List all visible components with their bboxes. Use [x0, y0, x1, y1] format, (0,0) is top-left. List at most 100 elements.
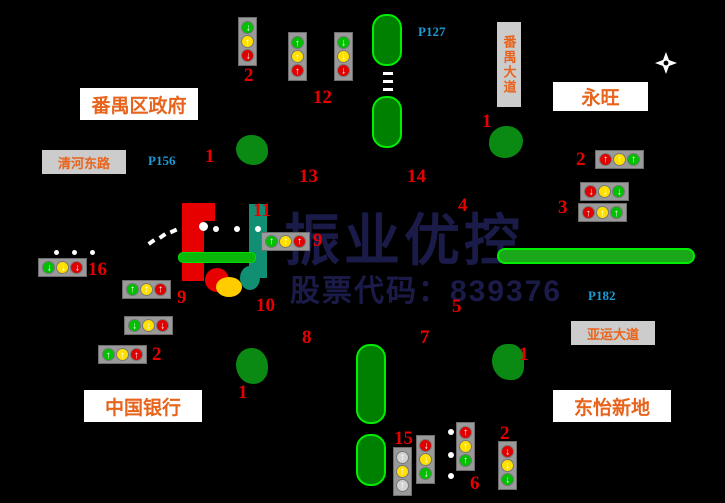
map-label-panyu-avenue[interactable]: 番禺大道	[497, 22, 521, 107]
signal-south-flash[interactable]: ↑↑↑	[393, 447, 412, 496]
arrow-up-icon: ↑	[130, 283, 135, 295]
point-code-p156[interactable]: P156	[148, 153, 176, 168]
arrow-right-icon: →	[129, 320, 141, 331]
lane-dot	[448, 452, 454, 458]
phase-number-2-bottom: 2	[500, 423, 510, 444]
signal-center-up[interactable]: ↑ ↑ ↑	[261, 232, 310, 251]
lamp-yel-up: ↑	[459, 440, 472, 453]
signal-north-through-a[interactable]: ↓ ↓ ↓	[288, 32, 307, 81]
vegetation-blob	[236, 348, 268, 384]
arrow-down-icon: ↓	[106, 349, 111, 361]
signal-west-right[interactable]: →→→	[124, 316, 173, 335]
lamp-yel-down: ↓	[596, 206, 609, 219]
lamp-yel-left: ←	[56, 261, 69, 274]
phase-number-1-southwest: 1	[238, 382, 248, 403]
lane-dot	[234, 226, 240, 232]
arrow-up-icon: ↑	[283, 235, 288, 247]
phase-number-14: 14	[407, 166, 426, 187]
lamp-yel-up: ↑	[279, 235, 292, 248]
phase-number-3-east: 3	[558, 197, 568, 218]
phase-number-8: 8	[302, 327, 312, 348]
map-label-bank-of-china[interactable]: 中国银行	[84, 390, 202, 422]
lamp-yel-up: ↑	[140, 283, 153, 296]
lamp-red-left: ←	[70, 261, 83, 274]
signal-north-right-turn[interactable]: →→→	[334, 32, 353, 81]
green-corridor-east	[497, 248, 695, 264]
arrow-left-icon: ←	[42, 262, 54, 273]
vegetation-blob	[492, 344, 524, 380]
arrow-left-icon: ←	[584, 186, 596, 197]
signal-south-right[interactable]: →→→	[498, 441, 517, 490]
point-code-p182[interactable]: P182	[588, 288, 616, 303]
signal-west-ped[interactable]: ←←←	[38, 258, 87, 277]
arrow-down-icon: ↓	[295, 37, 300, 49]
arrow-up-icon: ↑	[463, 440, 468, 452]
point-code-p127[interactable]: P127	[418, 24, 446, 39]
phase-number-15: 15	[394, 428, 413, 449]
lamp-red-up: ↑	[459, 426, 472, 439]
phase-number-2-left: 2	[152, 344, 162, 365]
signal-east-left-turn[interactable]: ←←←	[580, 182, 629, 201]
arrow-down-icon: ↓	[295, 65, 300, 77]
lane-dash	[383, 80, 393, 83]
arrow-right-icon: →	[502, 446, 514, 457]
compass-rose-icon	[655, 52, 677, 74]
lamp-yel-right: →	[501, 459, 514, 472]
green-block-south-upper	[356, 344, 386, 424]
arrow-up-icon: ↑	[158, 283, 163, 295]
signal-west-through[interactable]: ↑ ↑ ↑	[122, 280, 171, 299]
watermark-stock-code: 股票代码：839376	[290, 275, 563, 308]
arrow-right-icon: →	[338, 37, 350, 48]
lamp-red-up: ↑	[293, 235, 306, 248]
lane-dash	[383, 72, 393, 75]
map-label-asian-games-avenue[interactable]: 亚运大道	[571, 321, 655, 345]
lamp-grn-up: ↑	[265, 235, 278, 248]
lamp-grn-right: →	[501, 473, 514, 486]
lamp-grn-up: ↑	[459, 454, 472, 467]
signal-east-down[interactable]: ↓↓↓	[578, 203, 627, 222]
lamp-red-left: ←	[241, 49, 254, 62]
vegetation-blob	[489, 126, 523, 158]
phase-number-4: 4	[458, 195, 468, 216]
lamp-off-up: ↑	[396, 451, 409, 464]
map-label-yongwang[interactable]: 永旺	[553, 82, 648, 111]
lamp-yel-down: ↓	[241, 35, 254, 48]
approach-green-bar	[178, 252, 256, 263]
arrow-up-icon: ↑	[269, 235, 274, 247]
arrow-right-icon: →	[338, 65, 350, 76]
green-block-north-upper	[372, 14, 402, 66]
lamp-grn-down: ↓	[610, 206, 623, 219]
map-label-dongyi-xindi[interactable]: 东怡新地	[553, 390, 671, 422]
phase-number-16: 16	[88, 259, 107, 280]
arrow-right-icon: →	[143, 320, 155, 331]
phase-number-13: 13	[299, 166, 318, 187]
arrow-down-icon: ↓	[295, 51, 300, 63]
arrow-up-icon: ↑	[297, 235, 302, 247]
signal-north-left-turn[interactable]: ←↓←	[238, 17, 257, 66]
arrow-up-icon: ↑	[463, 426, 468, 438]
signal-south-through[interactable]: ↑ ↑ ↑	[456, 422, 475, 471]
map-label-qinghe-east-road[interactable]: 清河东路	[42, 150, 126, 174]
phase-number-6: 6	[470, 473, 480, 494]
lamp-grn-left: ←	[612, 185, 625, 198]
green-block-south-lower	[356, 434, 386, 486]
signal-west-down[interactable]: ↓↓↓	[98, 345, 147, 364]
lamp-grn-right: →	[337, 36, 350, 49]
lamp-yel-right: →	[142, 319, 155, 332]
signal-south-left[interactable]: ←←←	[416, 435, 435, 484]
phase-number-5: 5	[452, 296, 462, 317]
lamp-red-down: ↓	[130, 348, 143, 361]
arrow-up-icon: ↑	[400, 479, 405, 491]
signal-east-through[interactable]: ↑↑↑	[595, 150, 644, 169]
approach-marker	[199, 222, 208, 231]
phase-number-12: 12	[313, 87, 332, 108]
phase-number-10: 10	[256, 295, 275, 316]
lamp-grn-right: →	[128, 319, 141, 332]
phase-number-2-top: 2	[244, 65, 254, 86]
map-label-panyu-district-government[interactable]: 番禺区政府	[80, 88, 198, 120]
lamp-grn-left: ←	[419, 467, 432, 480]
arrow-left-icon: ←	[419, 454, 431, 465]
lamp-yel-up: ↑	[613, 153, 626, 166]
phase-number-11: 11	[253, 200, 271, 221]
